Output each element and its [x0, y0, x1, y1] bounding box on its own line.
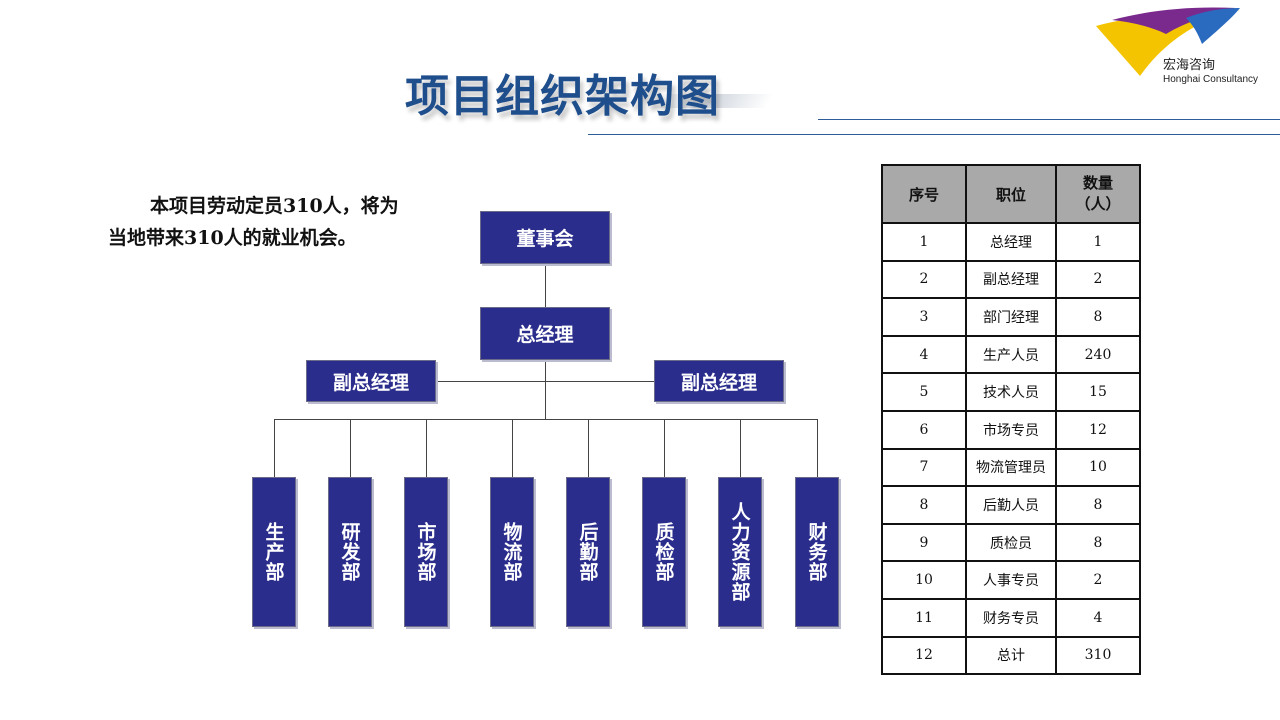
cell-no: 12	[881, 635, 967, 676]
cell-no: 5	[881, 372, 967, 412]
cell-count: 4	[1055, 597, 1141, 638]
cell-count: 8	[1055, 522, 1141, 563]
cell-no: 11	[881, 597, 967, 638]
dept-node-qc: 质检部	[642, 477, 686, 627]
connector-dept-7	[740, 419, 741, 477]
cell-no: 6	[881, 409, 967, 450]
dept-node-hr: 人力资源部	[718, 477, 762, 627]
connector-dept-bus	[274, 419, 818, 420]
cell-no: 1	[881, 222, 967, 262]
logo-name-en: Honghai Consultancy	[1163, 74, 1259, 85]
cell-count: 10	[1055, 447, 1141, 488]
cell-position: 总经理	[965, 222, 1057, 262]
cell-count: 2	[1055, 560, 1141, 600]
cell-count: 240	[1055, 334, 1141, 375]
connector-dept-1	[274, 419, 275, 477]
connector-dept-8	[817, 419, 818, 477]
connector-dept-3	[426, 419, 427, 477]
cell-position: 市场专员	[965, 409, 1057, 450]
cell-position: 部门经理	[965, 297, 1057, 337]
cell-position: 后勤人员	[965, 485, 1057, 525]
dept-node-production: 生产部	[252, 477, 296, 627]
cell-no: 2	[881, 259, 967, 300]
connector-dept-2	[350, 419, 351, 477]
dept-node-marketing: 市场部	[404, 477, 448, 627]
header-position: 职位	[965, 164, 1057, 224]
company-logo: 宏海咨询 Honghai Consultancy	[1090, 4, 1280, 94]
logo-mark-icon	[1096, 7, 1240, 76]
connector-deputies	[436, 381, 654, 382]
cell-count: 310	[1055, 635, 1141, 676]
intro-paragraph: 本项目劳动定员310人，将为 当地带来310人的就业机会。	[108, 190, 438, 254]
dept-node-rnd: 研发部	[328, 477, 372, 627]
connector-board-gm	[545, 264, 546, 307]
cell-count: 2	[1055, 259, 1141, 300]
dept-node-support: 后勤部	[566, 477, 610, 627]
intro-line-1: 本项目劳动定员310人，将为	[150, 195, 399, 217]
connector-dept-4	[512, 419, 513, 477]
cell-no: 9	[881, 522, 967, 563]
gm-node: 总经理	[480, 307, 610, 360]
logo-name-cn: 宏海咨询	[1163, 58, 1216, 73]
cell-position: 技术人员	[965, 372, 1057, 412]
cell-no: 10	[881, 560, 967, 600]
header-count-label: 数量（人）	[1075, 174, 1121, 213]
cell-count: 15	[1055, 372, 1141, 412]
cell-position: 生产人员	[965, 334, 1057, 375]
dept-node-finance: 财务部	[795, 477, 839, 627]
page-title: 项目组织架构图	[405, 71, 720, 122]
header-count: 数量（人）	[1055, 164, 1141, 224]
cell-position: 总计	[965, 635, 1057, 676]
deputy-gm-right-node: 副总经理	[654, 360, 784, 402]
connector-dept-5	[588, 419, 589, 477]
cell-no: 8	[881, 485, 967, 525]
deputy-gm-left-node: 副总经理	[306, 360, 436, 402]
cell-position: 物流管理员	[965, 447, 1057, 488]
header-rule-bottom	[588, 134, 1280, 135]
connector-gm-trunk	[545, 360, 546, 419]
cell-count: 8	[1055, 485, 1141, 525]
cell-position: 副总经理	[965, 259, 1057, 300]
cell-count: 1	[1055, 222, 1141, 262]
cell-count: 12	[1055, 409, 1141, 450]
cell-position: 质检员	[965, 522, 1057, 563]
board-node: 董事会	[480, 211, 610, 264]
cell-no: 4	[881, 334, 967, 375]
cell-position: 财务专员	[965, 597, 1057, 638]
intro-line-2: 当地带来310人的就业机会。	[108, 227, 357, 249]
cell-position: 人事专员	[965, 560, 1057, 600]
header-rule-top	[818, 119, 1280, 120]
connector-dept-6	[664, 419, 665, 477]
cell-no: 7	[881, 447, 967, 488]
cell-count: 8	[1055, 297, 1141, 337]
cell-no: 3	[881, 297, 967, 337]
table-header-row: 序号 职位 数量（人）	[881, 164, 1141, 224]
header-no: 序号	[881, 164, 967, 224]
dept-node-logistics: 物流部	[490, 477, 534, 627]
